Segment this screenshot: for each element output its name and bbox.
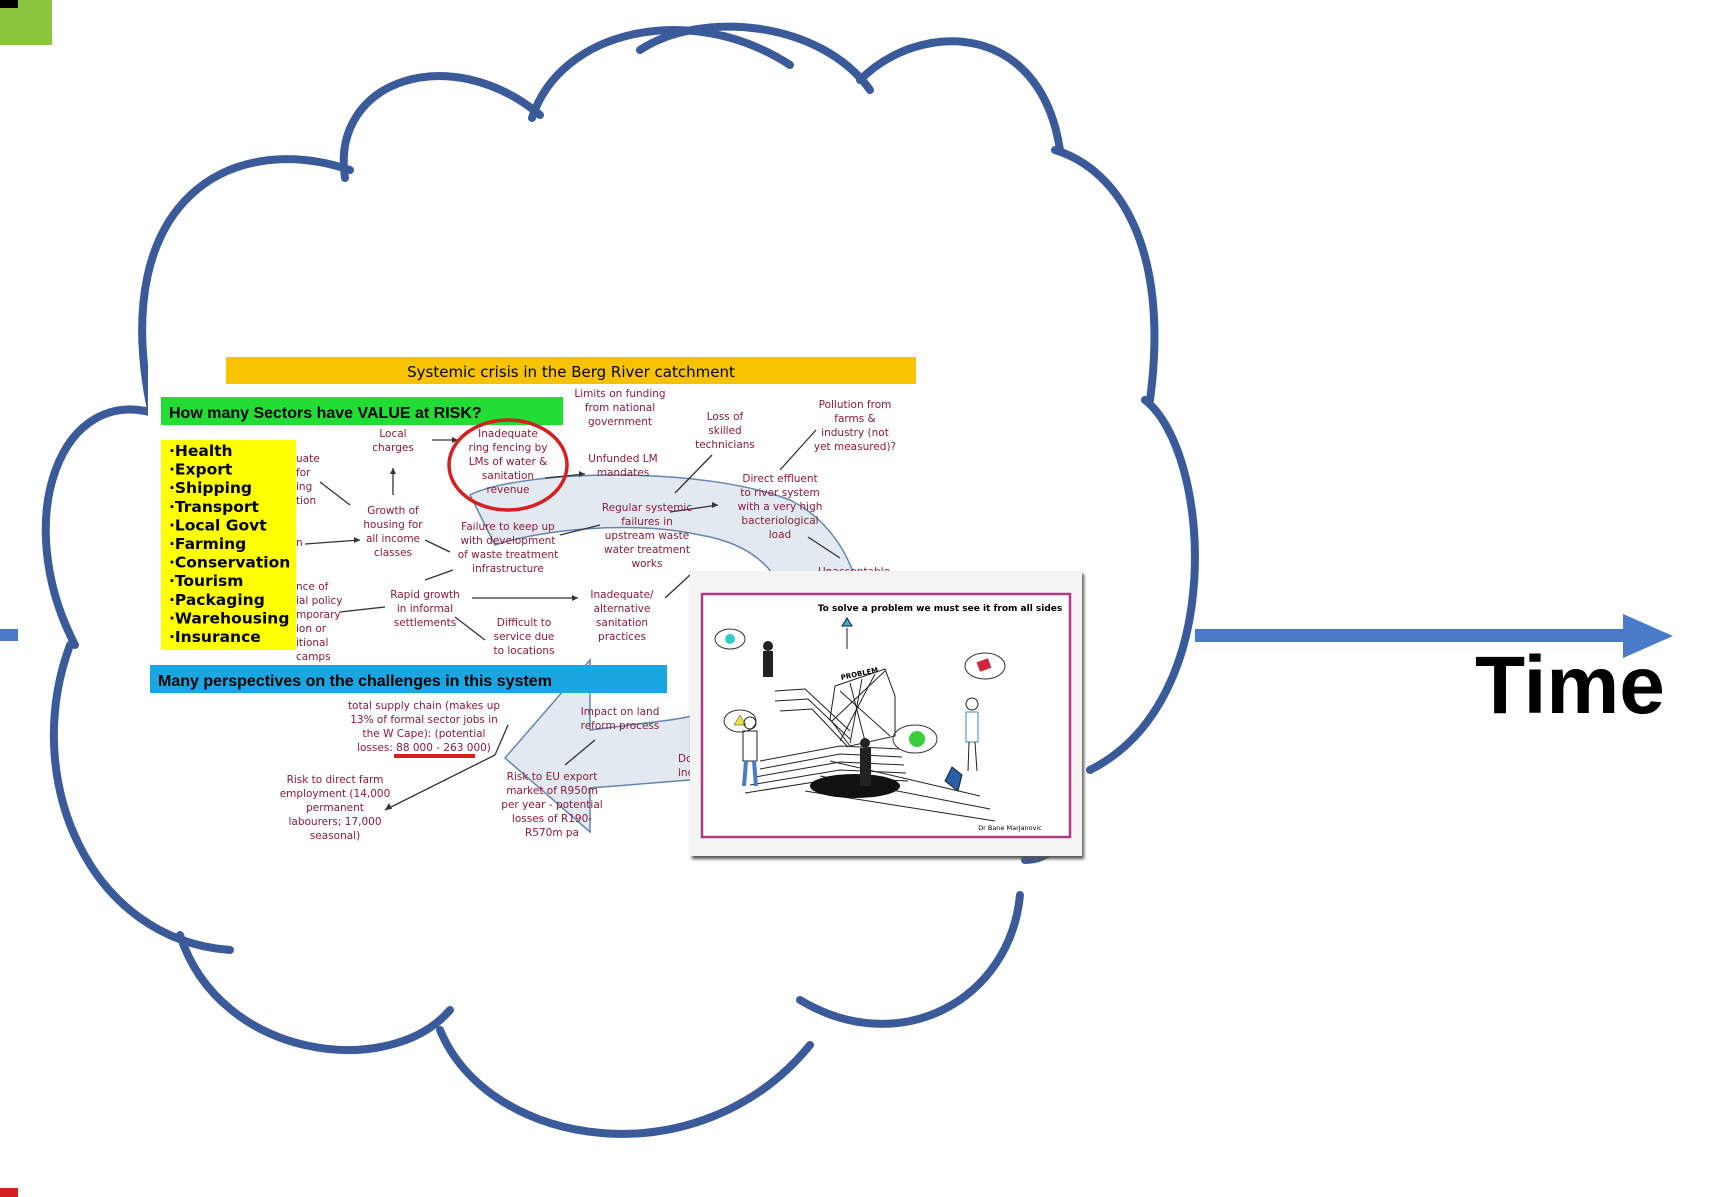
sectors-list: ·Health·Export·Shipping·Transport·Local …	[169, 442, 290, 646]
arrow-heads	[354, 437, 718, 810]
thought-bubble-1	[714, 628, 746, 650]
causal-arrows	[304, 429, 841, 811]
time-arrow	[1195, 614, 1673, 658]
title-banner	[226, 357, 916, 384]
thought-bubble-4	[892, 724, 938, 754]
sector-item: ·Export	[169, 461, 233, 479]
perspectives-heading-bg	[150, 665, 667, 693]
value-at-risk-heading: How many Sectors have VALUE at RISK?	[169, 405, 482, 422]
thought-bubble-2	[964, 652, 1006, 680]
heart-icon	[725, 634, 735, 644]
sector-item: ·Warehousing	[169, 609, 289, 627]
green-circle-icon	[909, 731, 925, 747]
node-partial-left-b: n	[296, 537, 303, 549]
outlined-figures	[742, 697, 979, 787]
sector-item: ·Tourism	[169, 572, 243, 590]
inset-frame	[700, 592, 1072, 839]
slide-title: Systemic crisis in the Berg River catchm…	[407, 363, 735, 381]
sector-item: ·Conservation	[169, 554, 290, 572]
sector-item: ·Farming	[169, 535, 246, 553]
triangle-icon	[733, 714, 747, 726]
inset-image: To solve a problem we must see it from a…	[690, 571, 1082, 856]
sectors-box	[161, 440, 296, 650]
top-figure-icon	[841, 617, 853, 627]
sector-item: ·Health	[169, 442, 233, 460]
problem-box-illustration	[829, 668, 896, 747]
sector-item: ·Insurance	[169, 628, 261, 646]
sector-item: ·Transport	[169, 498, 260, 516]
people-figures	[763, 641, 871, 786]
time-label: Time	[1475, 640, 1665, 731]
bird-figure	[944, 766, 963, 792]
sector-item: ·Shipping	[169, 479, 252, 497]
sector-item: ·Local Govt	[169, 516, 267, 534]
left-edge-mark-black	[0, 0, 18, 8]
inset-credit: Dr Bane Marjanovic	[978, 824, 1042, 832]
hole-illustration	[810, 774, 900, 798]
inset-caption: To solve a problem we must see it from a…	[818, 604, 1063, 614]
red-square-icon	[976, 658, 992, 672]
sector-item: ·Packaging	[169, 591, 265, 609]
highlight-circle	[447, 418, 569, 512]
left-edge-arrow-stub	[0, 629, 18, 641]
left-edge-mark-red	[0, 1188, 18, 1197]
perspectives-heading: Many perspectives on the challenges in t…	[158, 673, 552, 690]
